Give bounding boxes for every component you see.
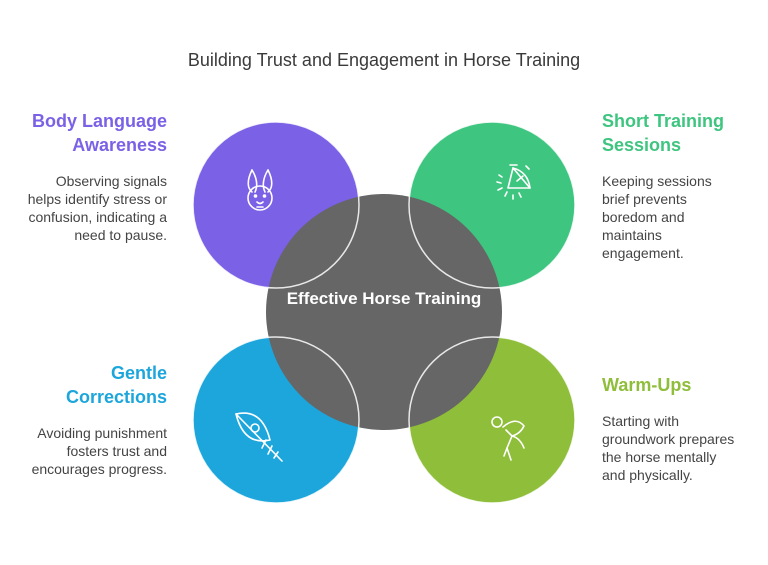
stretching-person-icon: [491, 416, 525, 461]
gentle-corrections-heading: Gentle Corrections: [65, 363, 167, 407]
gentle-corrections-outline: [192, 336, 360, 504]
body-language-outline: [192, 121, 360, 289]
warm-ups-heading: Warm-Ups: [602, 375, 692, 395]
body-language-heading: Body Language Awareness: [31, 111, 167, 155]
body-language-description: Observing signals helps identify stress …: [27, 173, 167, 243]
center-label: Effective Horse Training: [286, 289, 482, 308]
warm-ups-description: Starting with groundwork prepares the ho…: [602, 413, 735, 483]
rabbit-icon: [247, 169, 273, 211]
short-sessions-outline: [408, 121, 576, 289]
feather-icon: [235, 412, 283, 462]
center-circle: [266, 194, 502, 430]
warm-ups-outline: [408, 336, 576, 504]
short-sessions-description: Keeping sessions brief prevents boredom …: [602, 173, 712, 261]
timer-icon: [496, 164, 531, 200]
gentle-corrections-description: Avoiding punishment fosters trust and en…: [31, 425, 167, 477]
short-sessions-heading: Short Training Sessions: [602, 111, 725, 155]
diagram-title: Building Trust and Engagement in Horse T…: [187, 50, 581, 70]
